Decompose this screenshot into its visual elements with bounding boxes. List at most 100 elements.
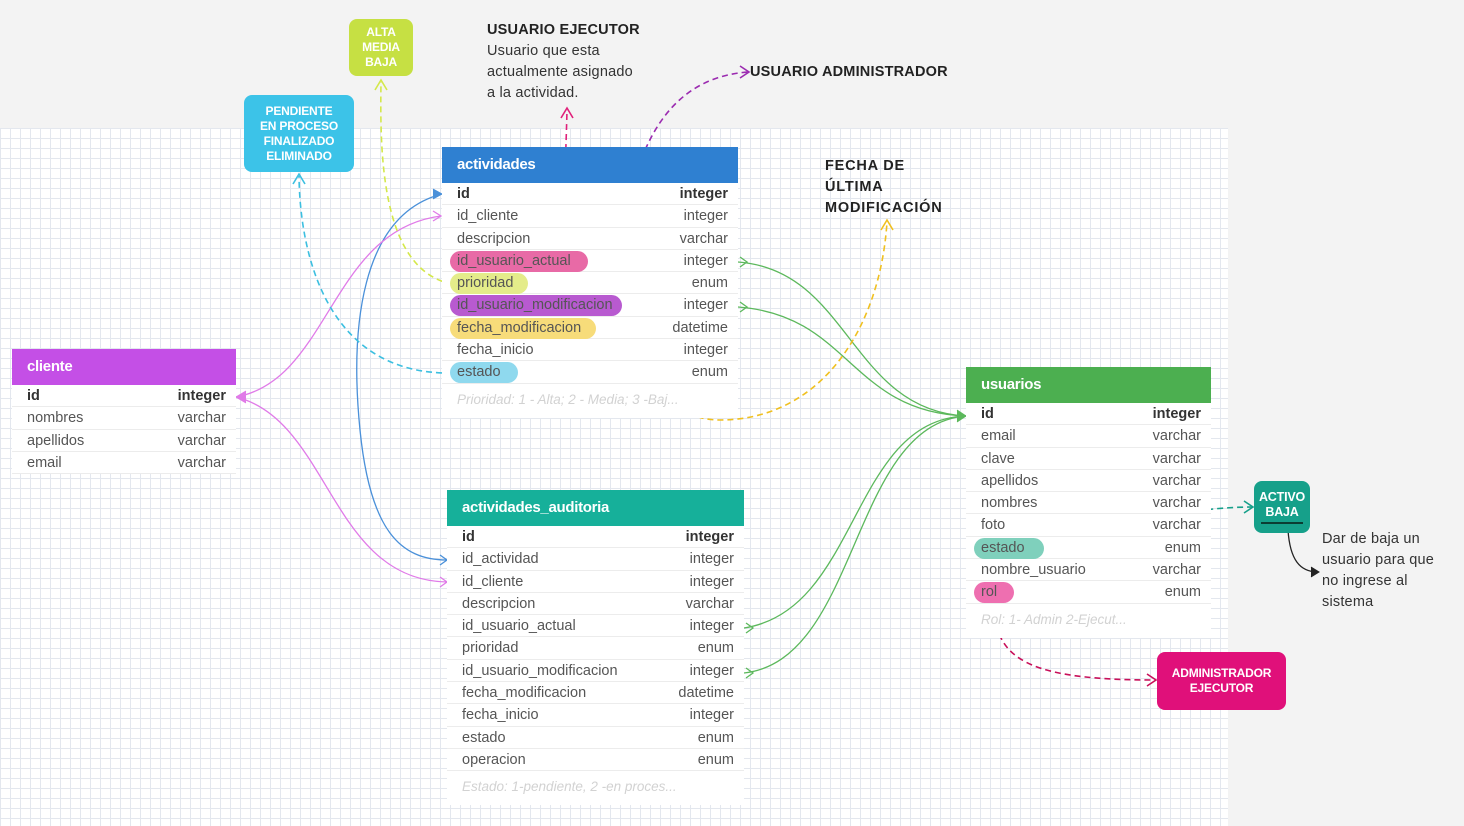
field-type: varchar [1152, 450, 1201, 467]
link-auditoria-usuario-actual [743, 415, 967, 629]
label-line: MODIFICACIÓN [825, 200, 943, 216]
field-type: integer [177, 388, 226, 404]
field-name: estado [981, 539, 1025, 556]
dash-rol [993, 604, 1156, 681]
field-name: descripcion [462, 595, 536, 612]
table-row[interactable]: nombre_usuario varchar [966, 559, 1211, 582]
field-name: id [462, 529, 475, 545]
label-title: USUARIO ADMINISTRADOR [750, 64, 948, 80]
field-type: integer [683, 252, 728, 269]
tag-line: ACTIVO [1258, 490, 1306, 504]
link-cliente-actividades [235, 215, 442, 398]
tag-line: EJECUTOR [1189, 681, 1254, 695]
link-cliente-auditoria [235, 396, 448, 583]
field-name: fecha_modificacion [462, 685, 587, 702]
field-name: id_cliente [462, 573, 524, 590]
field-name: foto [981, 517, 1006, 534]
table-row[interactable]: nombres varchar [966, 492, 1211, 515]
label-line: sistema [1322, 594, 1374, 610]
field-type: integer [683, 208, 728, 225]
table-row[interactable]: nombres varchar [12, 407, 236, 430]
label-fecha-modificacion: FECHA DE ÚLTIMA MODIFICACIÓN [825, 156, 943, 219]
table-title: actividades_auditoria [447, 490, 744, 526]
field-type: varchar [1152, 428, 1201, 445]
link-actividades-usuario-mod [737, 306, 967, 417]
field-name: apellidos [981, 472, 1039, 489]
table-row[interactable]: fecha_inicio integer [442, 339, 738, 362]
field-type: integer [689, 551, 734, 568]
field-type: varchar [177, 410, 226, 427]
field-name: nombres [27, 410, 84, 427]
label-line: a la actividad. [487, 85, 579, 101]
label-usuario-ejecutor: USUARIO EJECUTOR Usuario que esta actual… [487, 20, 687, 104]
link-baja-note [1287, 529, 1319, 573]
field-name: apellidos [27, 432, 85, 449]
field-name: fecha_inicio [457, 342, 534, 359]
field-type: integer [689, 618, 734, 635]
field-type: enum [697, 751, 734, 768]
field-type: integer [1152, 406, 1201, 422]
field-type: integer [685, 529, 734, 545]
field-type: enum [691, 364, 728, 381]
field-type: integer [689, 662, 734, 679]
field-type: varchar [1152, 495, 1201, 512]
field-type: varchar [177, 454, 226, 471]
field-highlight [974, 582, 1014, 604]
field-type: varchar [1152, 562, 1201, 579]
field-name: prioridad [462, 640, 519, 657]
label-line: actualmente asignado [487, 64, 633, 80]
tag-line: BAJA [1261, 505, 1303, 524]
field-type: integer [683, 342, 728, 359]
field-type: integer [689, 707, 734, 724]
link-auditoria-usuario-mod [743, 415, 967, 674]
field-name: nombre_usuario [981, 562, 1086, 579]
table-row[interactable]: id integer [447, 526, 744, 549]
table-title: cliente [12, 349, 236, 385]
field-highlight [450, 250, 588, 272]
field-name: nombres [981, 495, 1038, 512]
field-type: varchar [679, 230, 728, 247]
link-actividades-usuario-actual [737, 261, 967, 417]
table-note: Prioridad: 1 - Alta; 2 - Media; 3 -Baj..… [457, 391, 679, 407]
